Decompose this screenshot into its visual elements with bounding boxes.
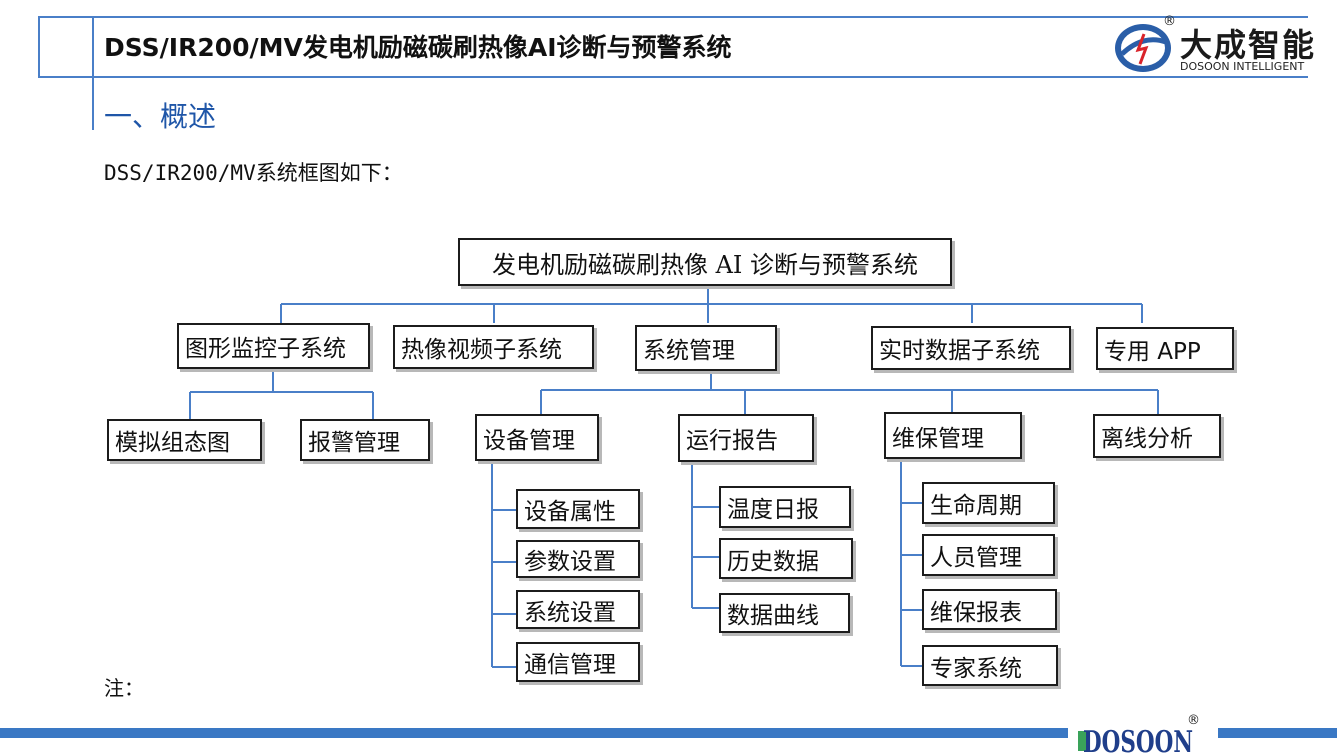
footer-logo-text: DOSOON	[1083, 725, 1193, 753]
node-graphic-monitor: 图形监控子系统	[177, 323, 370, 369]
node-offline-analysis: 离线分析	[1093, 414, 1221, 458]
node-operation-report: 运行报告	[678, 414, 814, 462]
note-label: 注：	[104, 676, 144, 700]
node-maintenance-management: 维保管理	[884, 412, 1022, 459]
diagram-root-node: 发电机励磁碳刷热像 AI 诊断与预警系统	[458, 238, 952, 286]
footer-stripe-left	[0, 728, 1068, 738]
section-title: 一、概述	[104, 100, 217, 133]
logo-registered-mark: ®	[1163, 14, 1176, 29]
intro-text: DSS/IR200/MV系统框图如下：	[104, 161, 403, 185]
node-thermal-video: 热像视频子系统	[393, 325, 594, 369]
node-data-curve: 数据曲线	[719, 593, 850, 633]
page-title: DSS/IR200/MV发电机励磁碳刷热像AI诊断与预警系统	[104, 33, 732, 62]
node-temperature-daily: 温度日报	[719, 486, 851, 528]
footer-logo-icon: DOSOON ®	[1078, 713, 1200, 753]
logo-company-name: 大成智能	[1180, 26, 1317, 64]
node-parameter-settings: 参数设置	[516, 540, 640, 578]
footer-logo-reg: ®	[1187, 713, 1200, 728]
node-realtime-data: 实时数据子系统	[871, 326, 1071, 370]
logo-company-english: DOSOON INTELLIGENT	[1180, 60, 1305, 73]
header-frame	[38, 16, 1308, 78]
node-alarm-management: 报警管理	[300, 419, 430, 461]
footer-stripe-right	[1218, 728, 1337, 738]
node-system-management: 系统管理	[635, 325, 777, 371]
node-maintenance-report: 维保报表	[922, 589, 1057, 630]
company-logo-icon	[1115, 24, 1171, 72]
node-system-settings: 系统设置	[516, 590, 640, 629]
header-accent-bar	[92, 16, 94, 130]
node-app: 专用 APP	[1096, 327, 1234, 370]
node-history-data: 历史数据	[719, 538, 853, 579]
node-personnel-management: 人员管理	[922, 534, 1055, 576]
node-life-cycle: 生命周期	[922, 482, 1055, 524]
node-scada-diagram: 模拟组态图	[107, 419, 262, 461]
node-communication-management: 通信管理	[516, 642, 640, 682]
node-device-attributes: 设备属性	[516, 489, 640, 529]
node-device-management: 设备管理	[475, 414, 599, 461]
node-expert-system: 专家系统	[922, 645, 1058, 686]
